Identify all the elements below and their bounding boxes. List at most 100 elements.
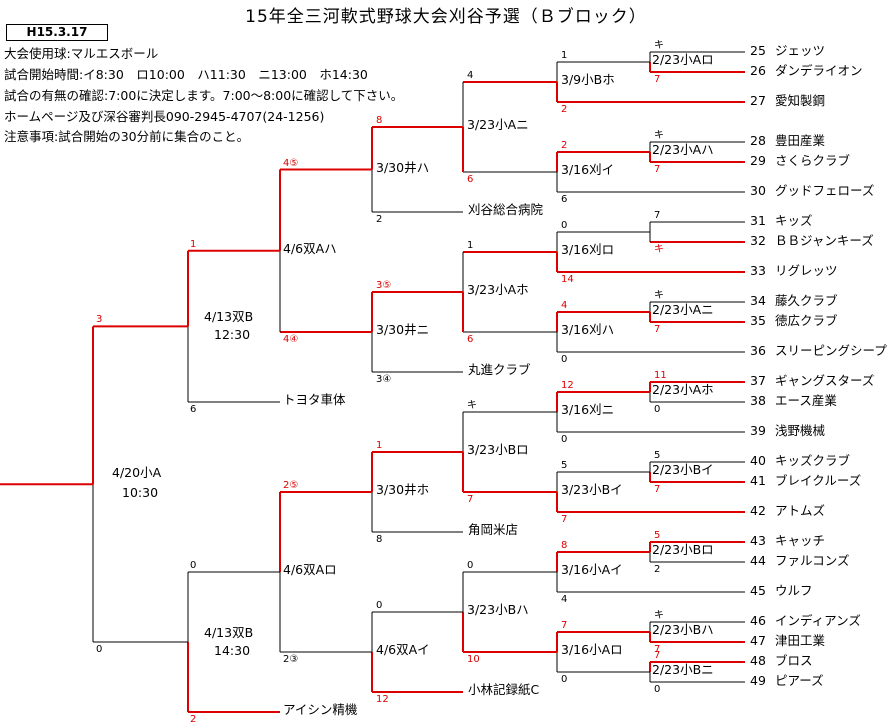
score: 7: [654, 210, 661, 221]
score: 2: [376, 214, 383, 225]
score: 7: [561, 514, 568, 525]
team-number: 33: [750, 263, 766, 278]
score: 7: [467, 494, 474, 505]
team-name: ギャングスターズ: [775, 373, 875, 388]
score: キ: [654, 130, 664, 141]
seeded-team: トヨタ車体: [283, 392, 346, 407]
score: 8: [376, 115, 383, 126]
score: 8: [561, 540, 568, 551]
score: 0: [96, 644, 103, 655]
seeded-team: アイシン精機: [283, 702, 358, 717]
score: 6: [467, 174, 474, 185]
match-label: 2/23小Bハ: [652, 622, 714, 637]
team-number: 25: [750, 43, 766, 58]
score: 7: [654, 484, 661, 495]
info-start-times: 試合開始時間:イ8:30 ロ10:00 ハ11:30 ニ13:00 ホ14:30: [4, 67, 368, 82]
team-name: 愛知製鋼: [775, 93, 826, 108]
team-name: アトムズ: [775, 503, 826, 518]
team-name: ピアーズ: [775, 673, 824, 688]
score: 7: [654, 164, 661, 175]
score: 2: [561, 104, 568, 115]
match-label: 2/23小Bニ: [652, 662, 714, 677]
match-label: 3/30井ニ: [376, 322, 430, 337]
match-time: 12:30: [214, 327, 251, 343]
match-label: 3/16刈イ: [561, 162, 615, 177]
score: 0: [561, 354, 568, 365]
match-label: 4/13双B: [204, 625, 254, 640]
score: 2: [561, 140, 568, 151]
score: 12: [561, 380, 574, 391]
score: 3: [96, 314, 103, 326]
score: 4: [561, 300, 568, 311]
score: 12: [376, 694, 389, 705]
score: 2⑤: [283, 480, 299, 491]
team-name: 豊田産業: [775, 133, 826, 148]
match-label: 2/23小Aロ: [652, 52, 714, 67]
team-name: エース産業: [775, 393, 837, 408]
score: 7: [654, 74, 661, 85]
score: 6: [561, 194, 568, 205]
score: 2: [654, 564, 661, 575]
team-name: インディアンズ: [775, 613, 861, 628]
match-label: 3/23小Bハ: [467, 602, 529, 617]
score: 7: [654, 650, 661, 661]
seeded-team: 角岡米店: [468, 522, 519, 537]
match-label: 2/23小Aハ: [652, 142, 714, 157]
score: 5: [654, 530, 661, 541]
team-name: ブロス: [775, 653, 813, 668]
score: 4: [467, 70, 474, 81]
seeded-team: 刈谷総合病院: [468, 202, 544, 217]
team-number: 38: [750, 393, 766, 408]
score: 0: [376, 600, 383, 611]
score: 4⑤: [283, 157, 299, 169]
score: 1: [190, 238, 197, 250]
team-number: 44: [750, 553, 766, 568]
score: 3④: [376, 374, 392, 385]
team-name: ファルコンズ: [775, 553, 850, 568]
info-confirmation: 試合の有無の確認:7:00に決定します。7:00～8:00に確認して下さい。: [4, 88, 404, 103]
match-label: 3/16刈ニ: [561, 402, 615, 417]
team-number: 41: [750, 473, 766, 488]
team-name: リグレッツ: [775, 263, 838, 278]
score: 7: [654, 644, 661, 655]
match-label: 2/23小Bロ: [652, 542, 714, 557]
match-time: 10:30: [122, 485, 159, 501]
team-number: 35: [750, 313, 766, 328]
score: 4④: [283, 334, 299, 345]
team-name: キャッチ: [775, 533, 826, 548]
score: 2: [190, 714, 197, 725]
team-number: 32: [750, 233, 766, 248]
match-label: 3/16刈ハ: [561, 322, 615, 337]
team-number: 30: [750, 183, 766, 198]
match-label: 4/6双Aロ: [283, 562, 337, 577]
team-number: 36: [750, 343, 766, 358]
score: 10: [467, 654, 480, 665]
match-label: 3/30井ホ: [376, 482, 430, 497]
score: キ: [654, 244, 664, 255]
match-label: 4/6双Aイ: [376, 642, 430, 657]
match-label: 4/6双Aハ: [283, 240, 337, 256]
page-title: 15年全三河軟式野球大会刈谷予選（Ｂブロック）: [245, 7, 647, 27]
score: 0: [561, 220, 568, 231]
team-number: 39: [750, 423, 766, 438]
team-name: ジェッツ: [775, 43, 826, 58]
score: 1: [376, 440, 383, 451]
score: 5: [654, 450, 661, 461]
info-contact: ホームページ及び深谷審判長090-2945-4707(24-1256): [4, 109, 325, 124]
score: 14: [561, 274, 574, 285]
match-label: 4/13双B: [204, 309, 254, 325]
team-number: 42: [750, 503, 766, 518]
match-label: 2/23小Aニ: [652, 302, 714, 317]
score: キ: [654, 40, 664, 51]
match-label: 3/23小Bイ: [561, 482, 623, 497]
score: キ: [654, 610, 664, 621]
team-name: 浅野機械: [775, 423, 826, 438]
team-number: 40: [750, 453, 766, 468]
score: 0: [654, 684, 661, 695]
score: 5: [561, 460, 568, 471]
team-name: ＢＢジャンキーズ: [775, 233, 874, 248]
score: キ: [654, 290, 664, 301]
match-time: 14:30: [214, 643, 251, 658]
score: 6: [467, 334, 474, 345]
